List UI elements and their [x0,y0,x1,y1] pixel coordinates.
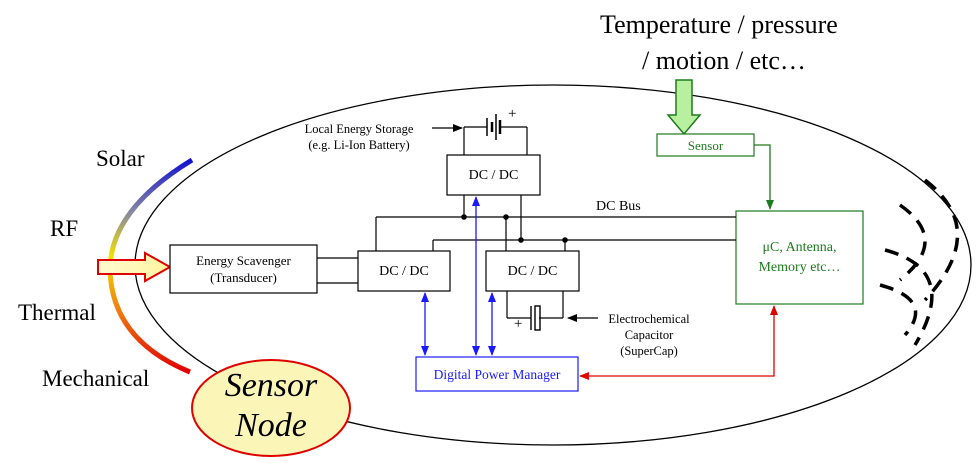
supercap-annotation: Electrochemical Capacitor (SuperCap) [590,311,708,359]
supercap-symbol [530,305,541,331]
supercap-plus-sign: + [514,316,523,332]
dcdc-right-block [485,250,580,292]
dcdc-top-block [446,154,541,196]
power-manager-label: Digital Power Manager [433,366,561,382]
mcu-label-line2: Memory etc… [758,259,841,275]
sensor-to-mcu-arrow [754,144,774,210]
source-mechanical-label: Mechanical [42,366,150,391]
power-manager-links [421,196,496,356]
wireless-waves [879,178,960,346]
battery-annotation-line2: (e.g. Li-Ion Battery) [308,138,410,152]
scavenger-block [169,244,318,294]
dcdc-left-label: DC / DC [379,263,429,279]
sensing-input-arrow [666,79,702,136]
dcdc-top-label: DC / DC [468,167,519,183]
supercap-annotation-line2: Capacitor [624,328,674,342]
supercap-annotation-line1: Electrochemical [608,312,690,326]
black-wiring [317,126,736,319]
junction-dots [461,214,568,243]
sensor-node-badge [191,359,351,457]
sensing-label-line1: Temperature / pressure [600,10,838,39]
rf-input-arrow [97,251,173,283]
battery-plus-sign: + [508,106,517,122]
source-thermal-label: Thermal [18,300,96,325]
source-rf-label: RF [50,216,79,241]
sensor-node-title-line1: Sensor [224,367,318,404]
battery-annotation-line1: Local Energy Storage [304,122,414,136]
scavenger-label-line1: Energy Scavenger [196,253,291,268]
sensing-label-line2: / motion / etc… [642,46,806,75]
mcu-label-line1: μC, Antenna, [762,239,837,255]
source-solar-label: Solar [96,146,145,171]
battery-symbol [486,114,502,140]
mcu-to-pm-link [579,305,778,380]
dcdc-right-label: DC / DC [507,263,558,279]
sensor-node-title: Sensor Node [196,366,346,446]
sensor-label: Sensor [687,137,724,153]
scavenger-label: Energy Scavenger (Transducer) [170,245,317,293]
battery-annotation: Local Energy Storage (e.g. Li-Ion Batter… [286,121,432,153]
power-manager-block [415,356,579,392]
supercap-annotation-line3: (SuperCap) [620,344,678,358]
dcdc-left-block [357,250,451,292]
sensor-node-title-line2: Node [235,407,307,444]
scavenger-label-line2: (Transducer) [210,270,277,285]
mcu-block [735,210,864,305]
dc-bus-label: DC Bus [596,199,641,214]
mcu-label: μC, Antenna, Memory etc… [736,211,863,304]
